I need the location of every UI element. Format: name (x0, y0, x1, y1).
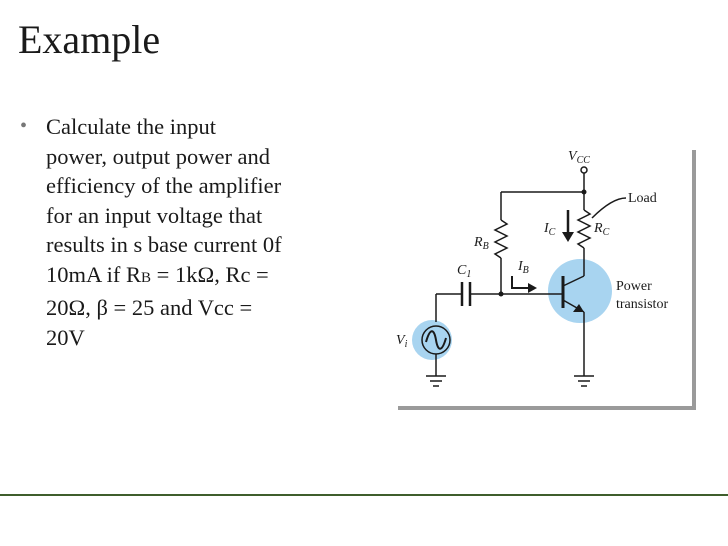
rb-resistor-icon (493, 219, 509, 259)
vcc-terminal-icon (580, 166, 588, 174)
bullet-line-1: Calculate the input (46, 114, 216, 139)
circuit-diagram: VCC Load RB IC RC C1 IB Power transistor… (394, 146, 696, 410)
rb-label: RB (473, 235, 489, 252)
bullet-dot-icon: • (20, 115, 28, 137)
circuit-figure: VCC Load RB IC RC C1 IB Power transistor… (380, 136, 698, 412)
sine-wave-icon (425, 330, 447, 350)
rc-resistor-icon (576, 209, 592, 249)
c1-label: C1 (457, 263, 471, 280)
bullet-item: • Calculate the input power, output powe… (20, 112, 370, 352)
bullet-line-2: power, output power and (46, 143, 271, 169)
emitter-arrow-icon (573, 304, 584, 312)
figure-panel (394, 146, 692, 406)
ic-arrow-icon (562, 232, 574, 242)
bullet-line-3: efficiency of the amplifier (46, 173, 282, 198)
ic-label: IC (543, 221, 556, 238)
power-label: Power (616, 279, 652, 294)
transistor-collector (562, 275, 585, 287)
source-highlight (412, 320, 452, 360)
bullet-line-5: results in s base current 0f (46, 232, 282, 257)
ib-label: IB (517, 259, 529, 276)
bullet-line-4: for an input voltage that (46, 202, 263, 228)
base-junction-dot (498, 291, 504, 297)
transistor-label: transistor (616, 297, 668, 312)
ib-arrow-icon (528, 283, 537, 293)
bullet-line-6: 10mA if RB = 1kΩ, Rc = (46, 260, 366, 294)
transistor-highlight (548, 259, 612, 323)
bullet-line-6-sub: B (141, 269, 152, 286)
bullet-line-8: 20V (46, 324, 85, 350)
load-label: Load (628, 191, 657, 206)
rc-label: RC (593, 221, 610, 238)
vi-label: Vi (396, 333, 408, 350)
slide-title: Example (18, 17, 161, 62)
load-leader-line (591, 197, 627, 219)
ib-arrow-shaft (511, 276, 530, 289)
bullet-text: Calculate the input power, output power … (46, 112, 366, 352)
bullet-line-6-pre: 10mA if R (46, 261, 142, 287)
bullet-line-7: 20Ω, β = 25 and Vcc = (46, 295, 253, 320)
bullet-line-6-post: = 1kΩ, Rc = (151, 261, 269, 287)
footer-divider (0, 494, 728, 496)
vcc-label: VCC (568, 149, 590, 166)
